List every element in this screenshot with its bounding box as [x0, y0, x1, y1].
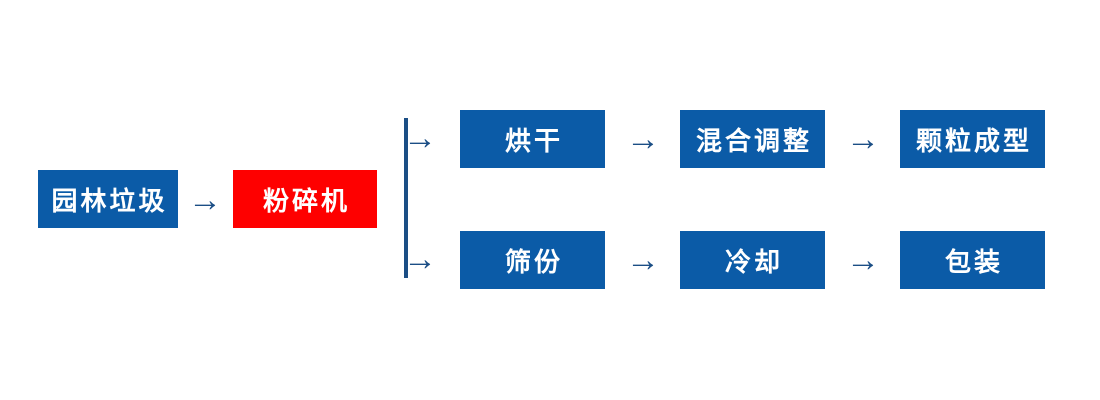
node-sieving: 筛份: [460, 231, 605, 289]
node-pellet-forming: 颗粒成型: [900, 110, 1045, 168]
right-arrow-icon: →: [626, 241, 660, 279]
node-crusher: 粉碎机: [233, 170, 377, 228]
right-arrow-icon: →: [846, 120, 880, 158]
branch-connector-line: [404, 118, 408, 278]
node-packaging: 包装: [900, 231, 1045, 289]
node-mixing-adjustment: 混合调整: [680, 110, 825, 168]
node-cooling: 冷却: [680, 231, 825, 289]
node-garden-waste: 园林垃圾: [38, 170, 178, 228]
right-arrow-icon: →: [188, 181, 222, 219]
branch-top-arrow-icon: →: [403, 119, 437, 157]
right-arrow-icon: →: [626, 120, 660, 158]
branch-bottom-arrow-icon: →: [403, 240, 437, 278]
node-drying: 烘干: [460, 110, 605, 168]
right-arrow-icon: →: [846, 241, 880, 279]
